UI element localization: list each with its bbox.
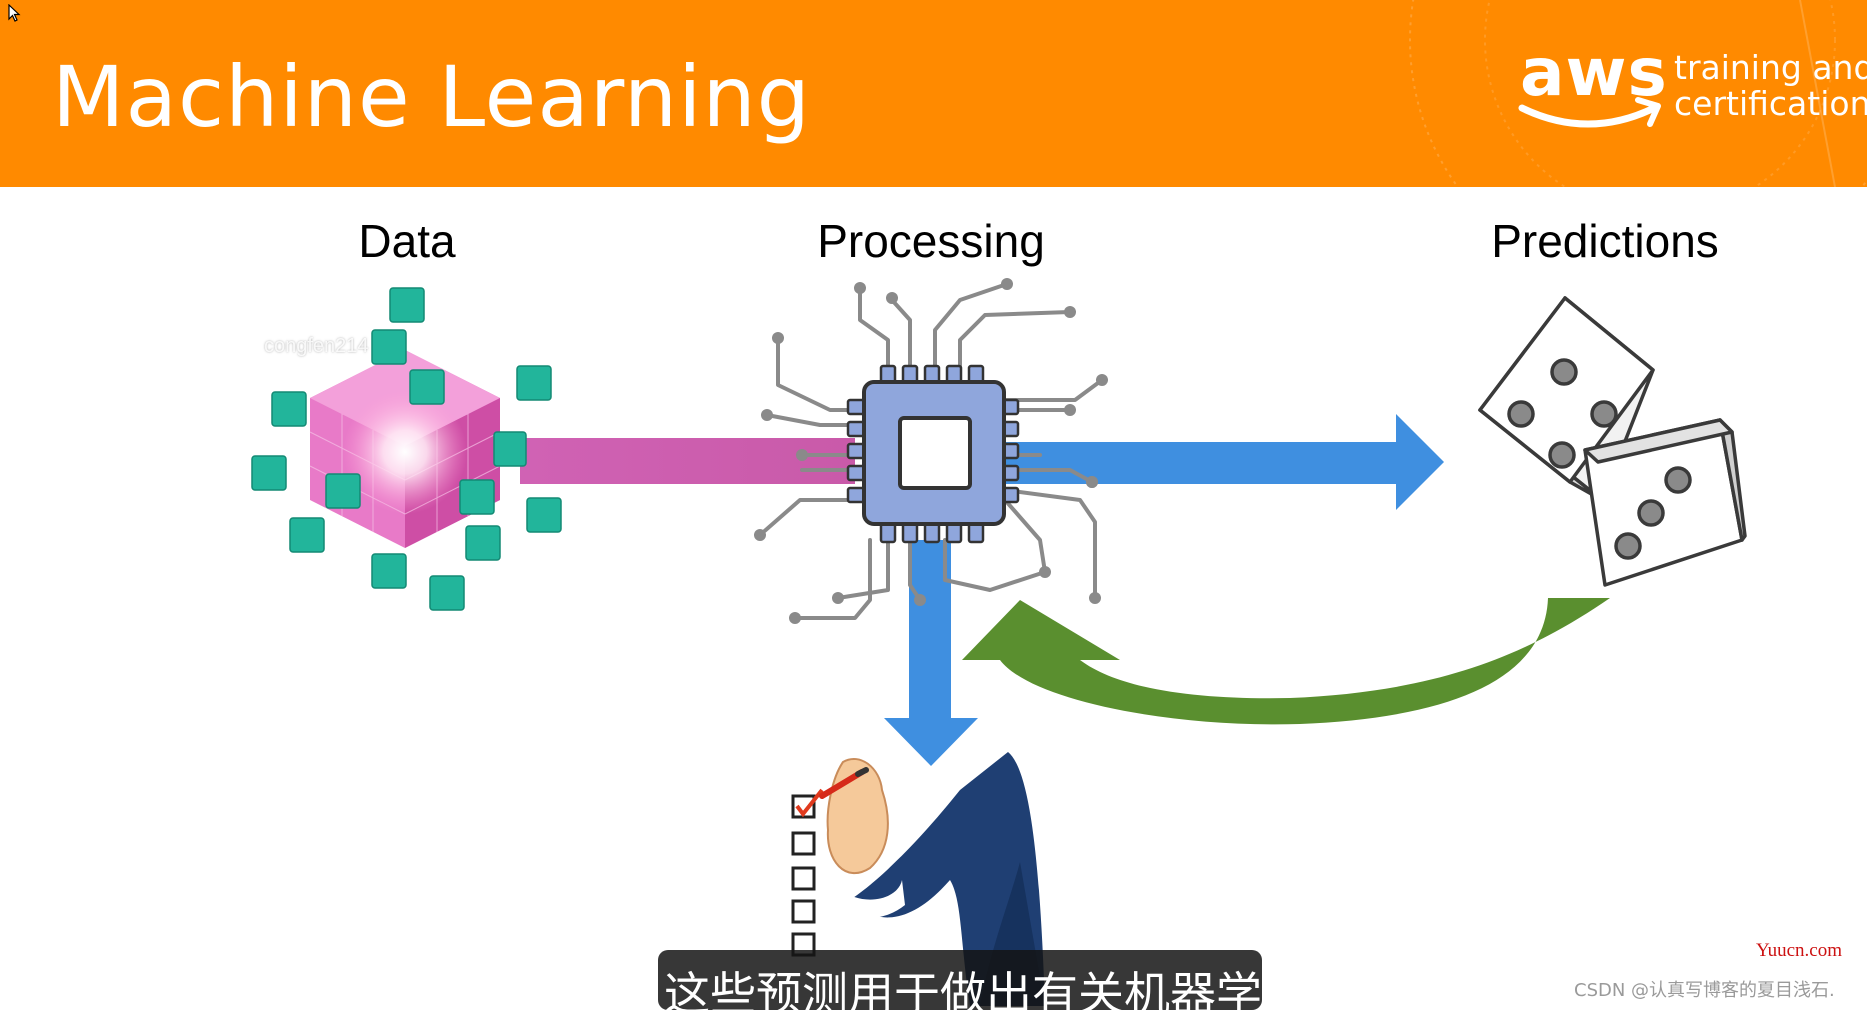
header-banner: Machine Learning aws training and certif… <box>0 0 1867 187</box>
aws-logo-word: aws <box>1520 34 1668 111</box>
feedback-arrow <box>962 598 1610 725</box>
video-subtitle: 这些预测用于做出有关机器学习 <box>664 967 1308 1021</box>
mouse-cursor-icon <box>8 4 21 22</box>
processing-to-decision-arrow <box>884 540 978 766</box>
checklist-icon <box>791 788 824 957</box>
site-watermark: Yuucn.com <box>1756 940 1843 961</box>
page-title: Machine Learning <box>52 48 811 146</box>
circuit-traces <box>758 282 1104 620</box>
cpu-chip-icon <box>846 364 1020 544</box>
label-processing: Processing <box>817 215 1045 267</box>
decorative-rings <box>1409 0 1867 187</box>
aws-logo-subtitle: training and certification <box>1674 48 1867 123</box>
data-to-processing-bar <box>520 438 855 484</box>
data-cube-icon <box>251 287 562 611</box>
dice-icon <box>1478 296 1747 587</box>
label-data: Data <box>358 215 456 267</box>
aws-logo-line-1: training and <box>1674 48 1867 87</box>
csdn-watermark: CSDN @认真写博客的夏目浅石. <box>1574 980 1835 1001</box>
aws-smile-icon <box>1518 97 1661 128</box>
subtitle-background <box>658 950 1262 1010</box>
circuit-nodes <box>754 278 1108 624</box>
label-predictions: Predictions <box>1491 215 1719 267</box>
processing-to-predictions-arrow <box>1000 414 1444 510</box>
aws-logo-line-2: certification <box>1674 84 1867 123</box>
image-watermark: congfen214 <box>264 335 369 357</box>
